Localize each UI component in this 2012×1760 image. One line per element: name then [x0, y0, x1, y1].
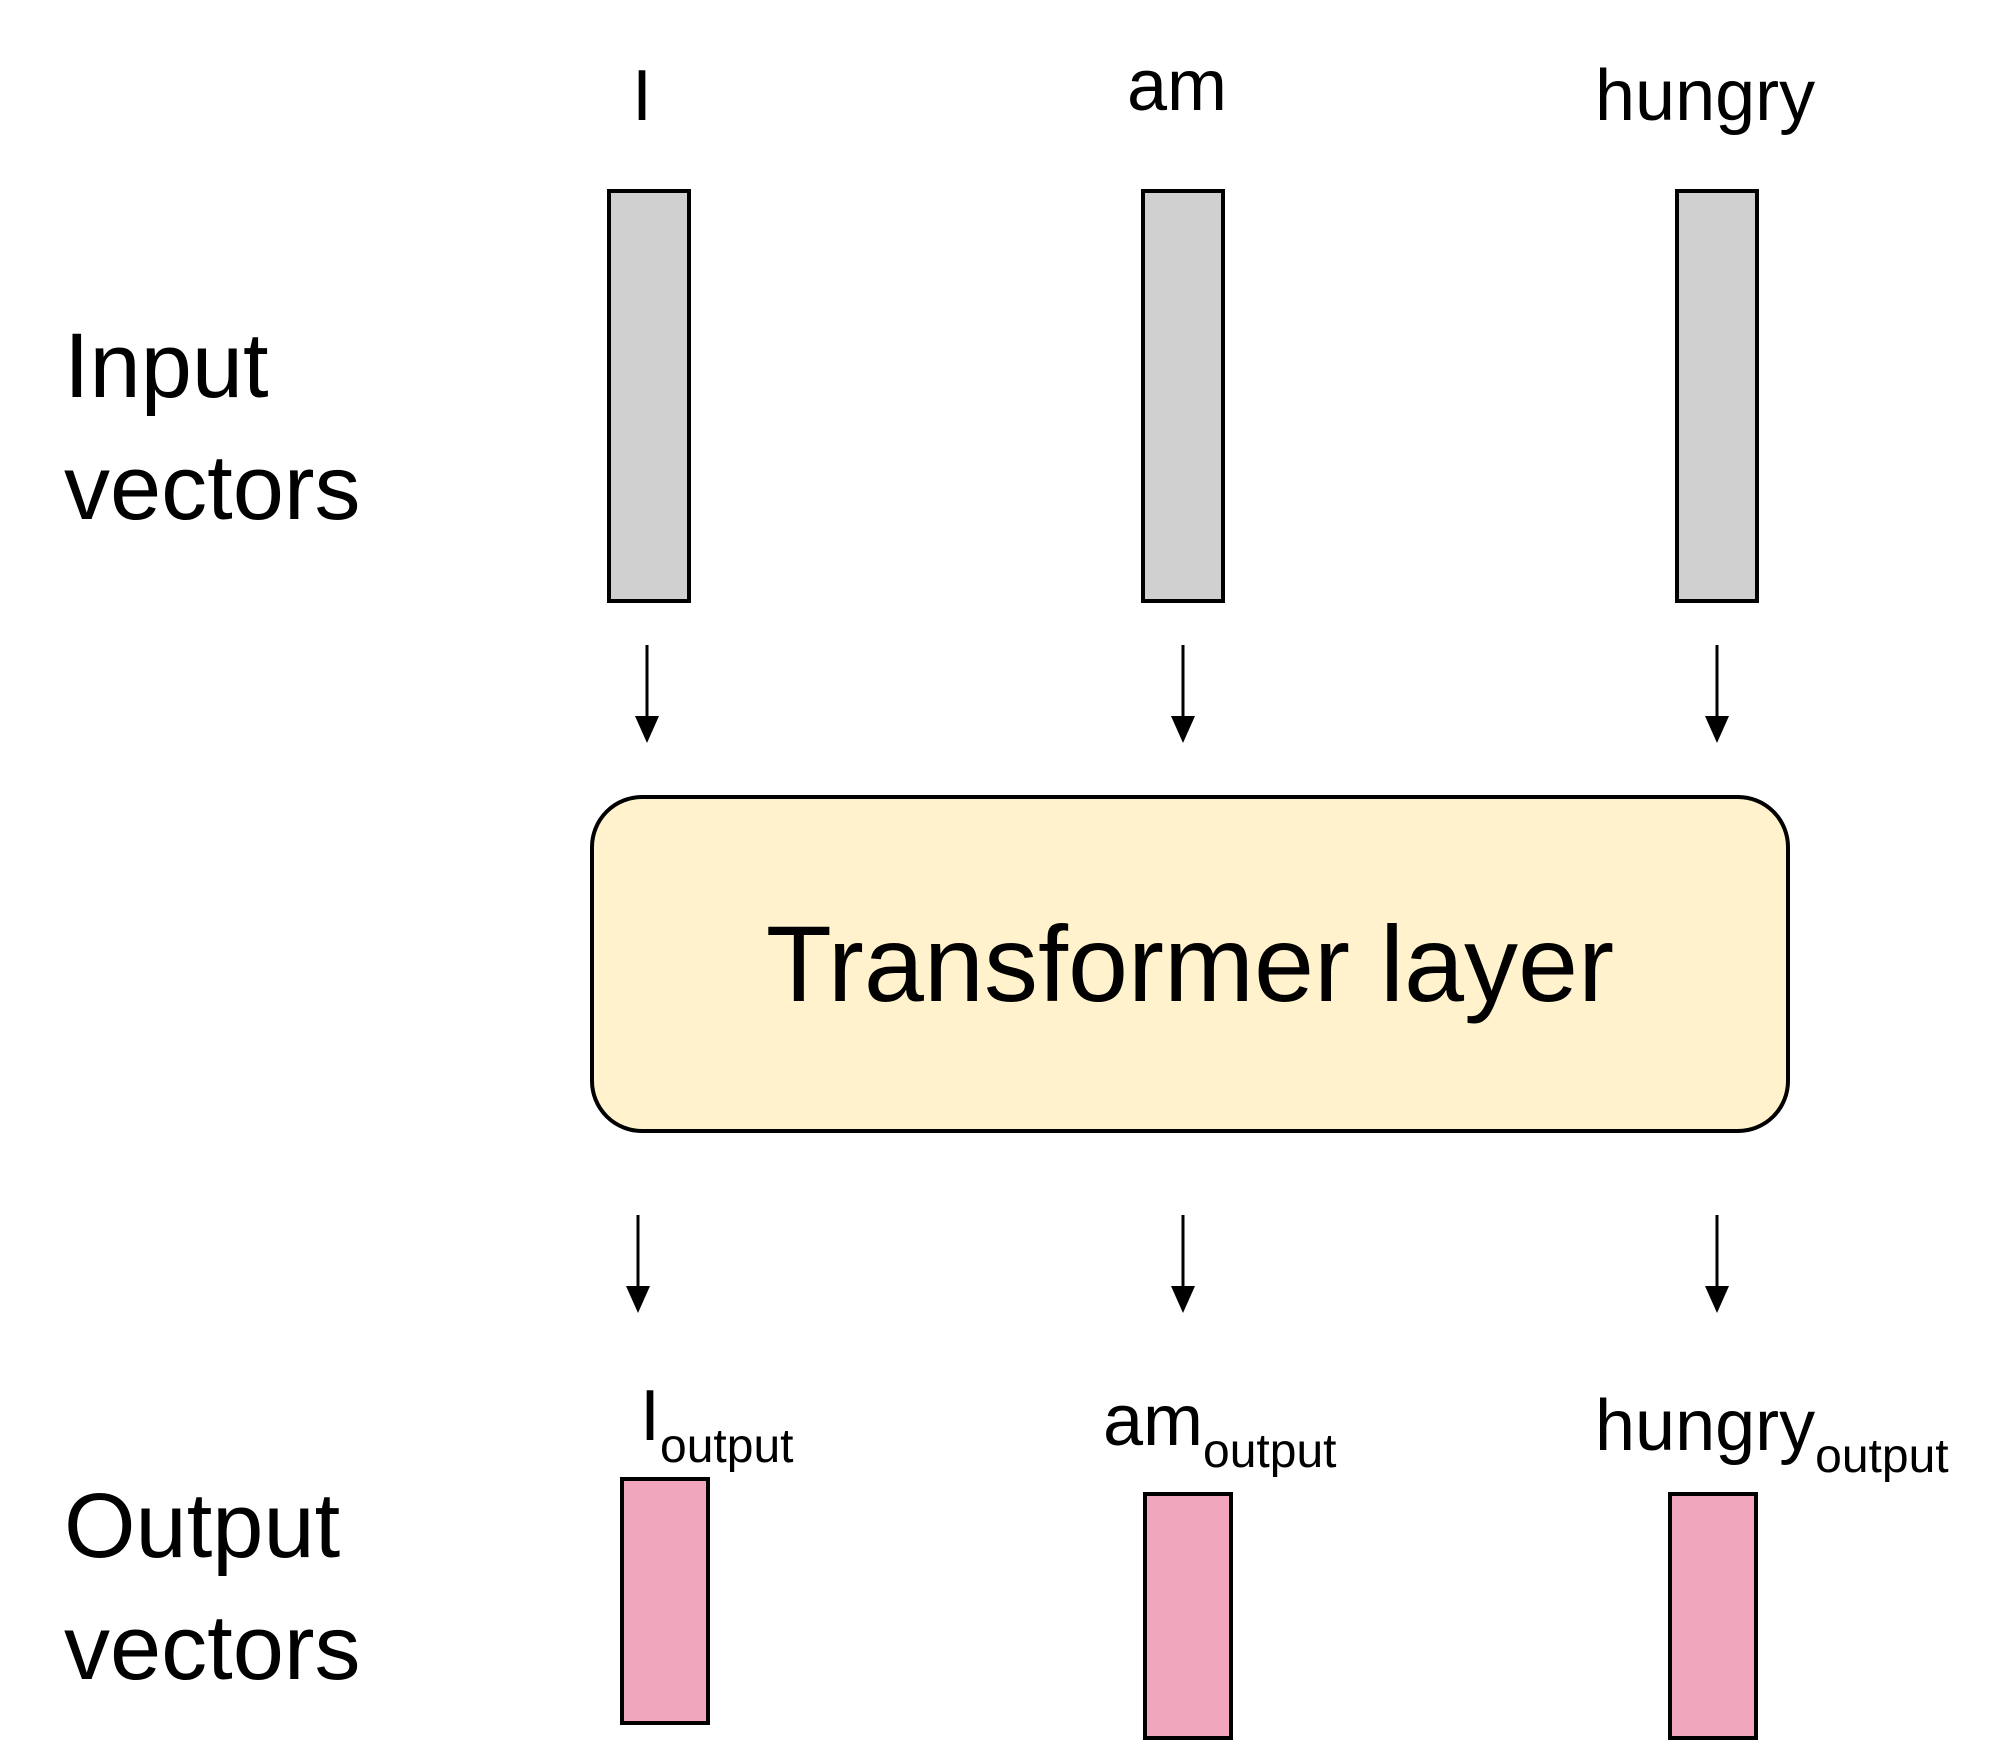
output-token-i-base: I: [640, 1376, 661, 1456]
arrow-output-i: [626, 1215, 650, 1313]
output-token-hungry: hungryoutput: [1595, 1390, 1949, 1481]
output-token-hungry-base: hungry: [1595, 1386, 1816, 1466]
output-token-hungry-subscript: output: [1815, 1430, 1949, 1483]
input-token-am: am: [1127, 46, 1228, 126]
output-token-i-subscript: output: [660, 1420, 794, 1473]
output-vector-am: [1143, 1492, 1233, 1740]
output-vector-i: [620, 1477, 710, 1725]
input-vector-hungry: [1675, 189, 1759, 603]
output-token-am: amoutput: [1103, 1385, 1336, 1476]
input-vectors-label: Input vectors: [64, 315, 361, 539]
arrow-input-am: [1171, 645, 1195, 743]
arrow-output-am: [1171, 1215, 1195, 1313]
output-vectors-label: Output vectors: [64, 1475, 361, 1699]
arrow-output-hungry: [1705, 1215, 1729, 1313]
output-token-am-subscript: output: [1203, 1425, 1337, 1478]
arrow-input-hungry: [1705, 645, 1729, 743]
transformer-layer-box: Transformer layer: [590, 795, 1790, 1133]
arrow-input-i: [635, 645, 659, 743]
input-vector-i: [607, 189, 691, 603]
output-token-i: Ioutput: [640, 1380, 793, 1471]
output-vector-hungry: [1668, 1492, 1758, 1740]
transformer-layer-label: Transformer layer: [765, 903, 1615, 1024]
output-token-am-base: am: [1103, 1381, 1204, 1461]
input-vector-am: [1141, 189, 1225, 603]
input-token-hungry: hungry: [1595, 56, 1816, 136]
input-token-i: I: [632, 56, 653, 136]
